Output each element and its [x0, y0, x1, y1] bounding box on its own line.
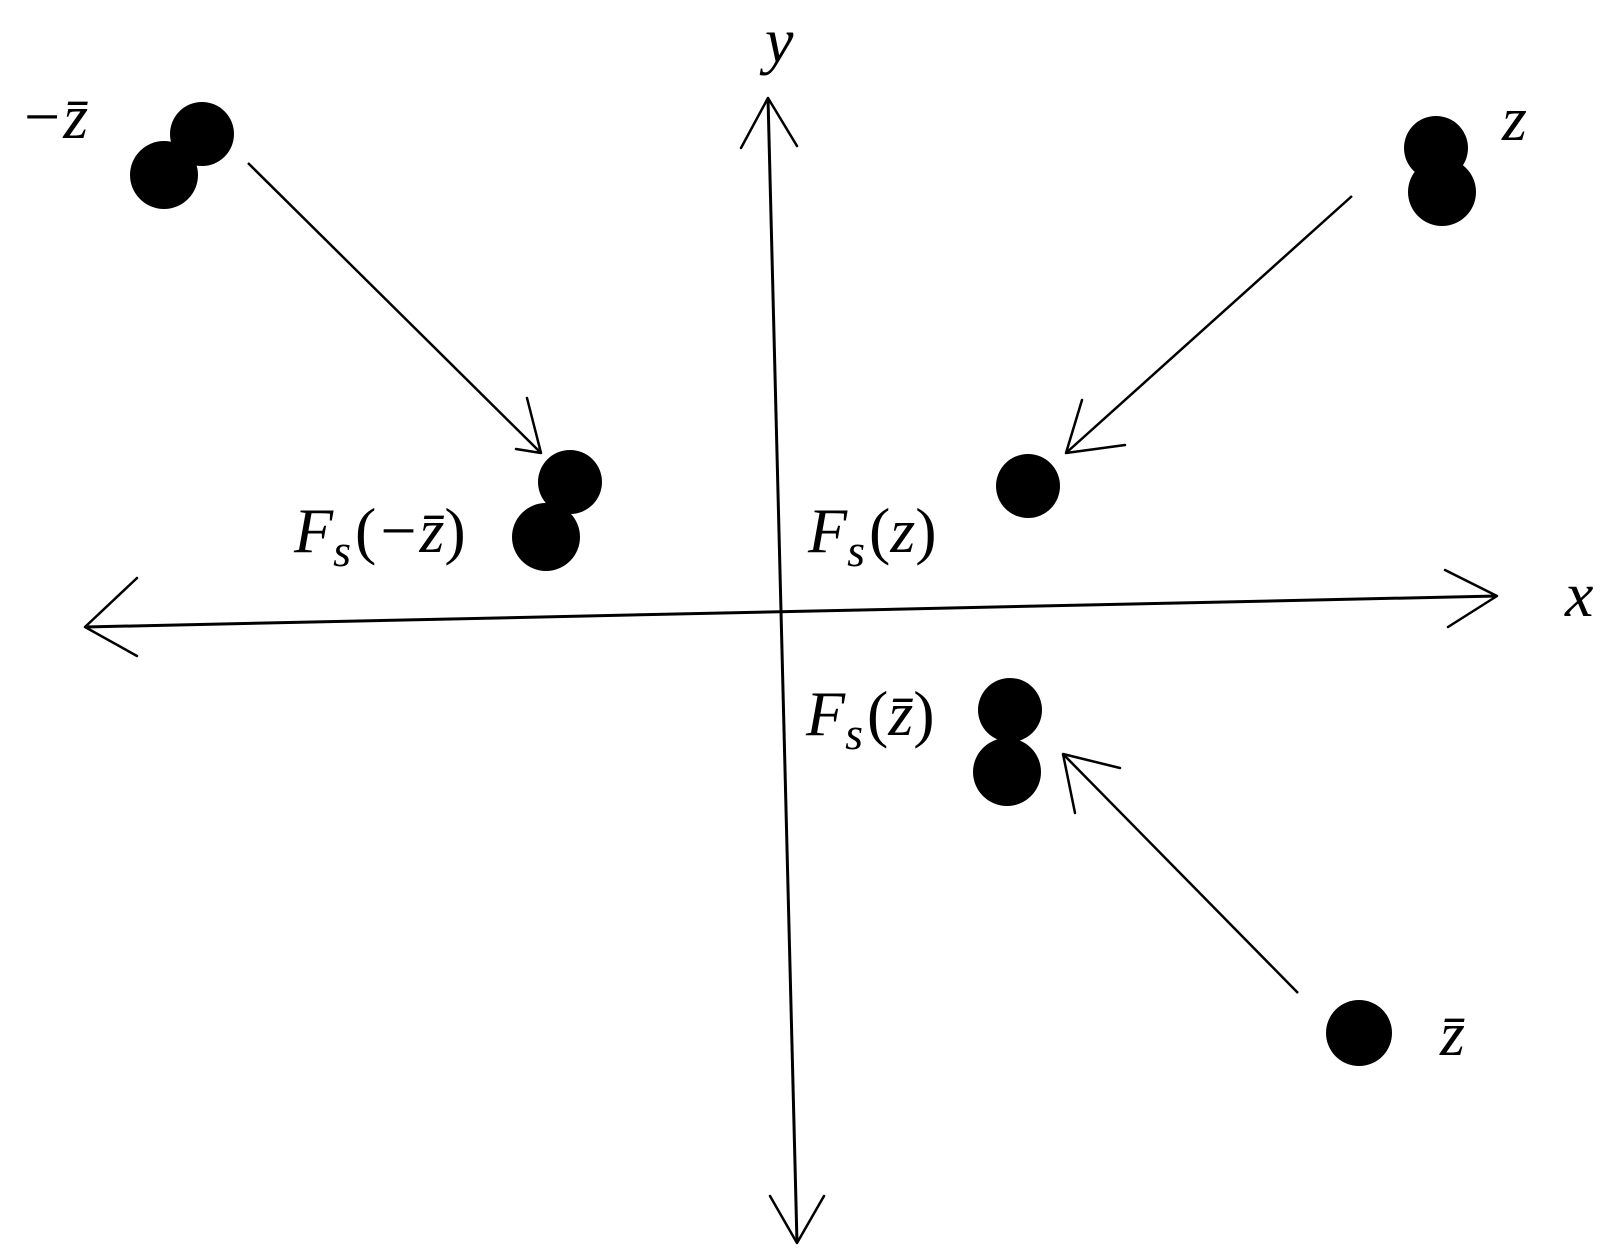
arrow-zbar-head [1061, 752, 1122, 815]
y-axis-bottom-arrowhead [768, 1194, 826, 1245]
point-fs-neg-zbar-lower [512, 503, 580, 571]
label-neg-zbar: −z̄ [20, 81, 88, 152]
point-fs-z [996, 454, 1060, 518]
label-fs-neg-zbar-sub: s [333, 525, 351, 576]
label-fs-zbar-arg: z̄ [887, 678, 913, 749]
point-fs-zbar-lower [973, 738, 1041, 806]
label-fs-z-arg: z [889, 495, 915, 566]
point-fs-zbar-upper [978, 678, 1042, 742]
arrow-neg-zbar-head [514, 396, 543, 455]
arrow-zbar-to-image [1062, 753, 1299, 994]
x-axis-right-arrowhead [1443, 568, 1499, 629]
label-zbar: z̄ [1439, 998, 1465, 1069]
y-axis [766, 97, 799, 1244]
arrow-neg-zbar-to-image [247, 162, 542, 454]
point-fs-neg-zbar-upper [538, 450, 602, 514]
label-z: z [1501, 83, 1527, 154]
label-fs-zbar: Fs(z̄) [805, 678, 935, 759]
label-fs-z-f: F [807, 495, 848, 566]
mapping-arrows [247, 162, 1353, 994]
y-axis-top-arrowhead [739, 96, 799, 150]
point-labels: −z̄ z z̄ Fs(−z̄) Fs(z) Fs(z̄) [20, 81, 1527, 1069]
x-axis [84, 594, 1498, 629]
point-neg-zbar-lower [130, 141, 198, 209]
x-axis-label: x [1564, 559, 1593, 630]
x-axis-left-arrowhead [83, 576, 139, 658]
axes: x y [83, 5, 1593, 1245]
y-axis-label: y [759, 5, 794, 76]
label-fs-zbar-sub: s [845, 708, 863, 759]
label-fs-z-open: ( [869, 495, 890, 566]
label-fs-zbar-close: ) [913, 678, 934, 749]
label-fs-z-sub: s [847, 525, 865, 576]
label-fs-z-close: ) [915, 495, 936, 566]
points [130, 102, 1476, 1066]
point-z-lower [1408, 158, 1476, 226]
label-fs-neg-zbar-open: ( [355, 495, 376, 566]
label-fs-zbar-open: ( [867, 678, 888, 749]
label-fs-neg-zbar-arg: −z̄ [376, 495, 444, 566]
label-fs-neg-zbar-f: F [293, 495, 334, 566]
label-fs-zbar-f: F [805, 678, 846, 749]
label-fs-z: Fs(z) [807, 495, 937, 576]
point-zbar [1326, 1000, 1392, 1066]
label-fs-neg-zbar-close: ) [444, 495, 465, 566]
label-fs-neg-zbar: Fs(−z̄) [293, 495, 466, 576]
arrow-z-to-image [1065, 195, 1353, 454]
arrow-z-head [1064, 398, 1127, 455]
